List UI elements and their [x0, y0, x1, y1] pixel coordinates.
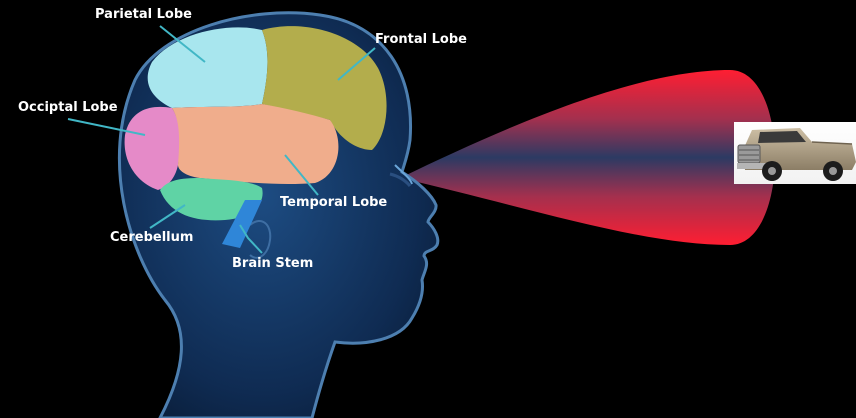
pickup-truck-image [734, 122, 856, 184]
label-frontal-lobe: Frontal Lobe [375, 32, 467, 47]
vision-cone [400, 70, 775, 245]
temporal-lobe [172, 104, 338, 184]
label-occipital-lobe: Occiptal Lobe [18, 100, 118, 115]
parietal-lobe [148, 27, 268, 108]
label-brain-stem: Brain Stem [232, 256, 313, 271]
label-parietal-lobe: Parietal Lobe [95, 7, 192, 22]
label-temporal-lobe: Temporal Lobe [280, 195, 387, 210]
label-cerebellum: Cerebellum [110, 230, 193, 245]
